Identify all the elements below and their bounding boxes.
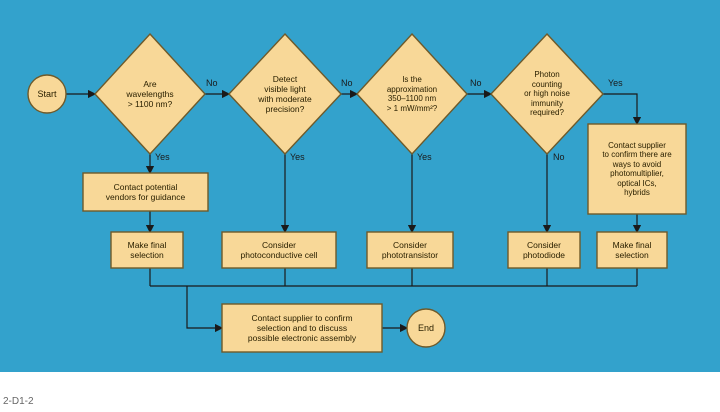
edge-label-no: No — [470, 78, 482, 88]
q-photon-shape — [490, 32, 604, 156]
contact-supplier-confirm-shape — [221, 303, 383, 353]
contact-supplier-options-shape — [587, 123, 687, 215]
q-approx-shape — [356, 32, 468, 156]
photodiode-shape — [507, 231, 581, 269]
edge-label-no: No — [341, 78, 353, 88]
contact-supplier-options-label: Contact supplier to confirm there are wa… — [602, 140, 672, 198]
start-node-label: Start — [37, 88, 57, 99]
edge-label-yes: Yes — [608, 78, 623, 88]
wavelength-question-label: Are wavelengths > 1100 nm? — [126, 79, 174, 109]
edge-label-yes: Yes — [290, 152, 305, 162]
final-left-shape — [110, 231, 184, 269]
end-shape — [406, 308, 446, 348]
q-precision-shape — [228, 32, 342, 156]
connector-line — [603, 93, 642, 126]
flowchart-panel: Start Are wavelengths > 1100 nm? Detect … — [0, 0, 720, 372]
photoconductive-shape — [221, 231, 337, 269]
edge-label-no: No — [553, 152, 565, 162]
photoconductive-cell-label: Consider photoconductive cell — [240, 240, 318, 260]
phototransistor-shape — [366, 231, 454, 269]
figure-id: 2-D1-2 — [3, 396, 34, 407]
phototransistor-label: Consider phototransistor — [381, 240, 439, 260]
final-right-shape — [596, 231, 668, 269]
start-shape — [27, 74, 67, 114]
photodiode-label: Consider photodiode — [522, 240, 566, 260]
approximation-question-label: Is the approximation 350–1100 nm > 1 mW/… — [386, 75, 438, 113]
end-node-label: End — [417, 322, 434, 333]
edge-label-yes: Yes — [155, 152, 170, 162]
q-wavelength-shape — [94, 32, 206, 156]
edge-label-yes: Yes — [417, 152, 432, 162]
edge-label-no: No — [206, 78, 218, 88]
contact-supplier-confirm-label: Contact supplier to confirm selection an… — [247, 313, 357, 343]
contact-vendors-shape — [82, 172, 209, 212]
final-selection-left-label: Make final selection — [127, 240, 167, 260]
final-selection-right-label: Make final selection — [612, 240, 652, 260]
precision-question-label: Detect visible light with moderate preci… — [258, 74, 312, 114]
photon-counting-question-label: Photon counting or high noise immunity r… — [524, 70, 570, 118]
contact-vendors-label: Contact potential vendors for guidance — [105, 182, 186, 202]
flowchart-diagram — [27, 32, 687, 353]
connector-line — [186, 286, 224, 333]
